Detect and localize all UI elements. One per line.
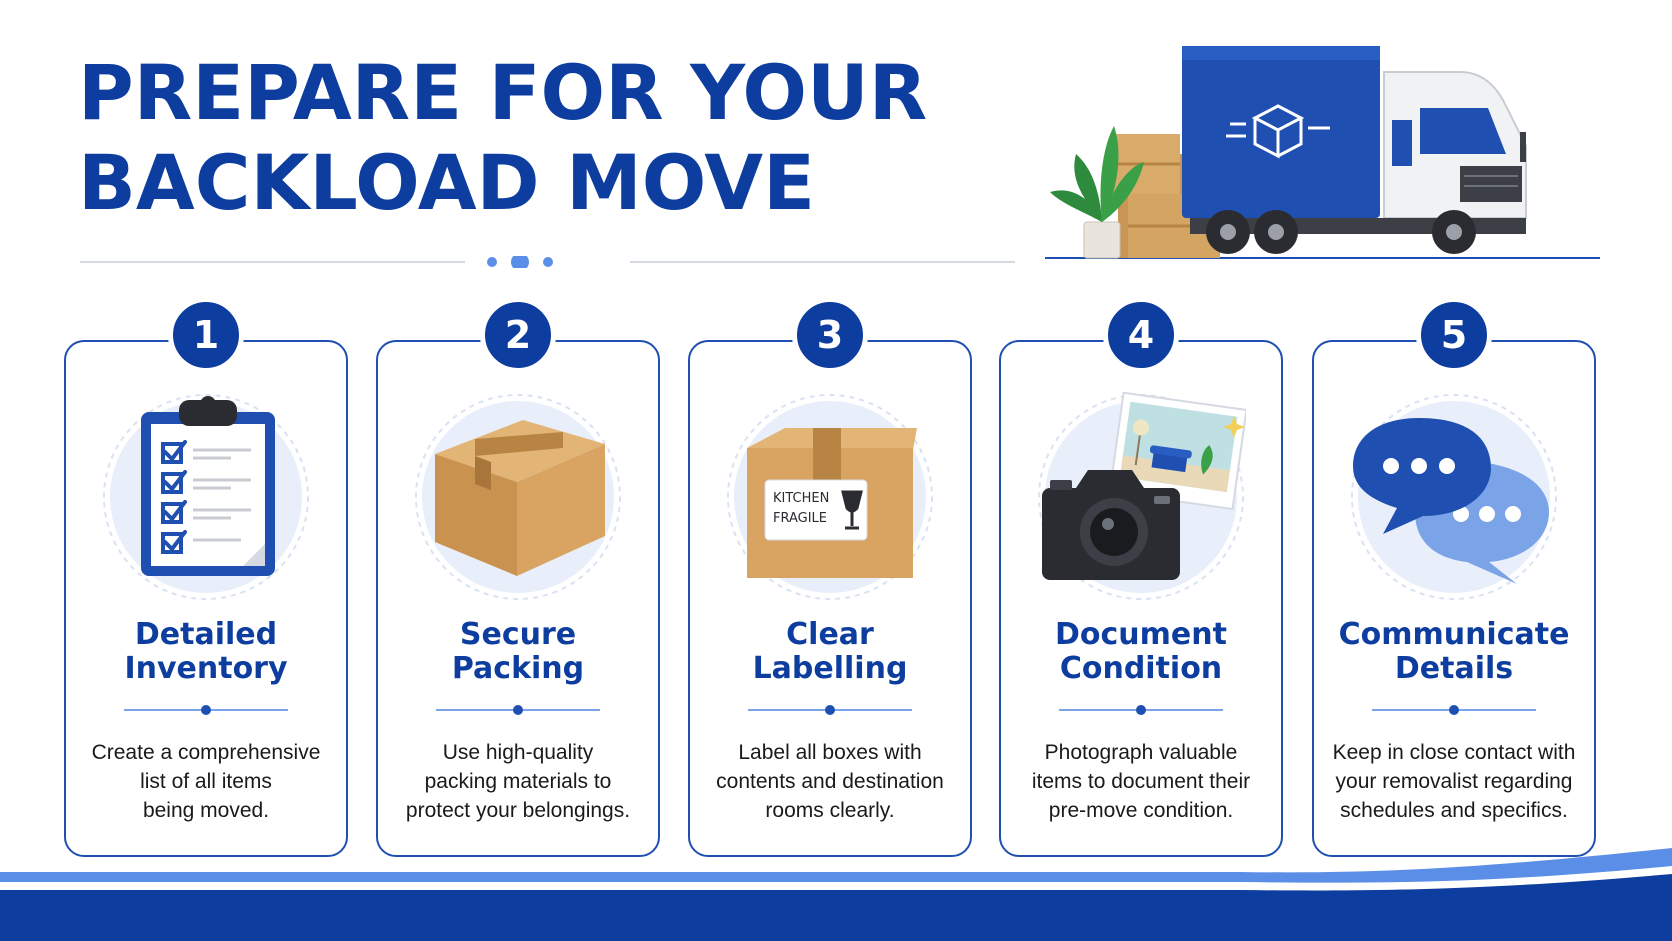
- potted-plant-icon: [1050, 126, 1144, 259]
- step-separator: [124, 705, 288, 715]
- moving-truck-illustration: [1045, 46, 1600, 259]
- step-title: Secure Packing: [451, 617, 585, 686]
- step-title: Clear Labelling: [752, 617, 908, 686]
- step-number-badge: 1: [168, 297, 244, 373]
- cube-logo-icon: [1226, 104, 1330, 159]
- camera-photo-icon: [1038, 392, 1246, 600]
- page-title: PREPARE FOR YOUR BACKLOAD MOVE: [78, 48, 927, 228]
- step-description: Photograph valuable items to document th…: [1031, 741, 1251, 822]
- step-description: Use high-quality packing materials to pr…: [405, 741, 631, 822]
- box-label-line-1: KITCHEN: [773, 491, 829, 506]
- title-divider: [80, 256, 1015, 268]
- step-title: Document Condition: [1055, 617, 1227, 686]
- step-separator: [748, 705, 912, 715]
- footer-wave: [0, 848, 1672, 941]
- step-number-badge: 5: [1416, 297, 1492, 373]
- step-title: Detailed Inventory: [124, 617, 288, 686]
- step-number-badge: 2: [480, 297, 556, 373]
- step-separator: [1372, 705, 1536, 715]
- step-title: Communicate Details: [1338, 617, 1570, 686]
- step-description: Keep in close contact with your removali…: [1332, 741, 1576, 822]
- step-separator: [1059, 705, 1223, 715]
- step-description: Create a comprehensive list of all items…: [91, 741, 321, 822]
- step-separator: [436, 705, 600, 715]
- step-number-badge: 3: [792, 297, 868, 373]
- labelled-box-icon: KITCHEN FRAGILE: [727, 394, 933, 600]
- box-label-line-2: FRAGILE: [773, 511, 827, 526]
- title-line-2: BACKLOAD MOVE: [78, 138, 815, 227]
- cardboard-box-icon: [415, 394, 621, 600]
- clipboard-checklist-icon: [103, 394, 309, 600]
- step-number-badge: 4: [1103, 297, 1179, 373]
- step-description: Label all boxes with contents and destin…: [716, 741, 944, 822]
- fragile-glass-icon: [841, 490, 863, 530]
- title-line-1: PREPARE FOR YOUR: [78, 48, 928, 137]
- chat-bubbles-icon: [1351, 394, 1557, 600]
